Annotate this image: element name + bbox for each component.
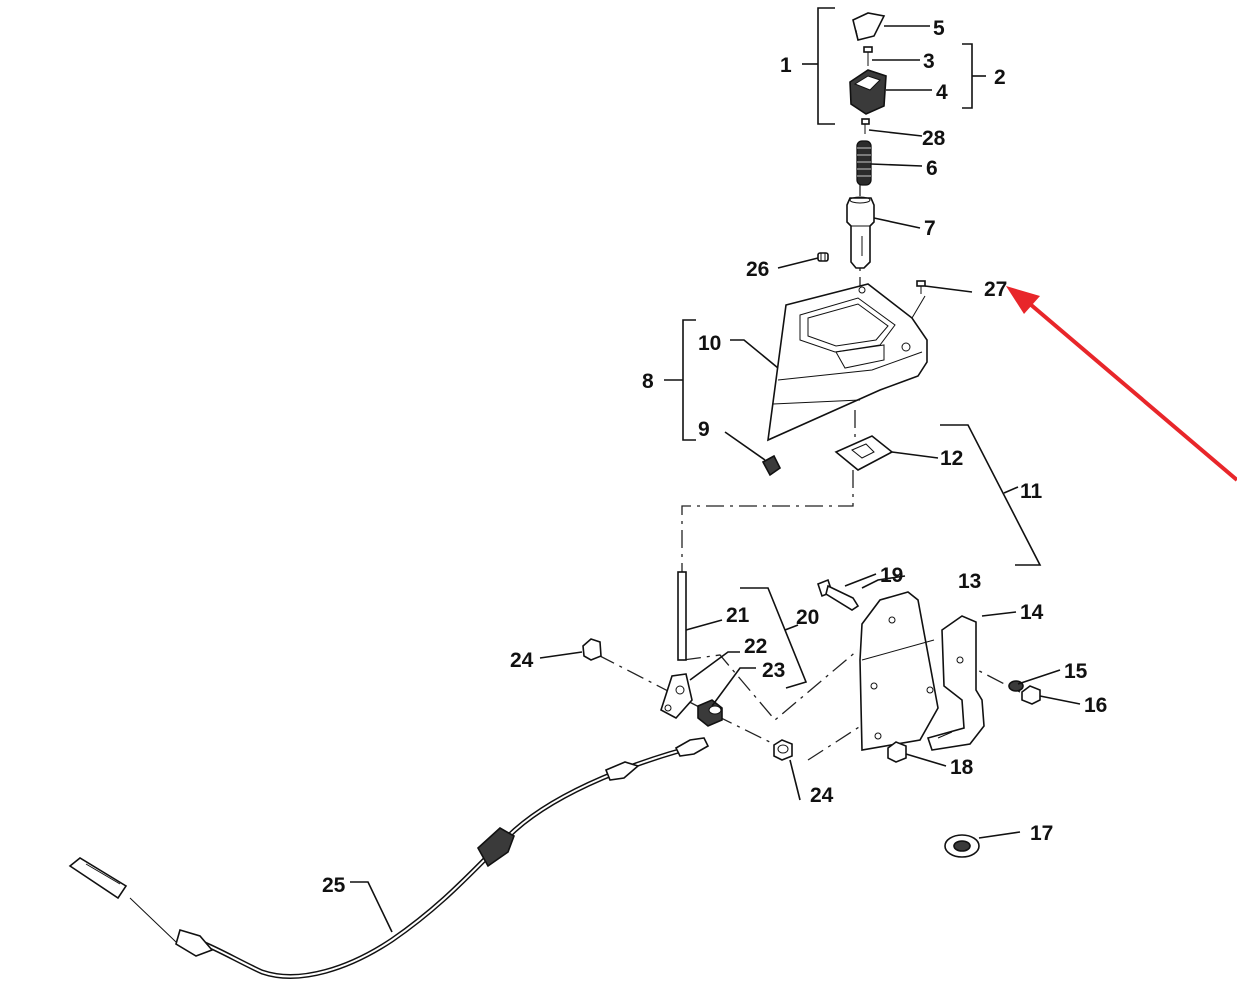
callout-2: 2 — [994, 66, 1006, 89]
callout-20: 20 — [796, 606, 819, 629]
part-9-clip — [761, 454, 782, 477]
part-5-knob-cap — [852, 12, 886, 41]
part-10-shifter-housing — [767, 283, 928, 442]
callout-13: 13 — [958, 570, 981, 593]
callout-22: 22 — [744, 635, 767, 658]
bracket-group-20 — [740, 587, 808, 689]
leader-lines — [350, 25, 1081, 933]
callout-16: 16 — [1084, 694, 1107, 717]
part-19-bolt — [817, 578, 860, 611]
part-24-nut-left — [582, 638, 602, 661]
part-27-screw — [916, 280, 926, 294]
callout-26: 26 — [746, 258, 769, 281]
part-23-bushing — [697, 699, 723, 727]
callout-25: 25 — [322, 874, 346, 897]
part-22-lever — [660, 673, 693, 720]
callout-14: 14 — [1020, 601, 1044, 624]
callout-labels: 1 2 3 4 5 6 7 8 9 10 11 12 13 14 15 16 1… — [322, 17, 1107, 897]
callout-27: 27 — [984, 278, 1007, 301]
callout-10: 10 — [698, 332, 721, 355]
callout-12: 12 — [940, 447, 963, 470]
callout-3: 3 — [923, 50, 935, 73]
callout-7: 7 — [924, 217, 936, 240]
red-highlight-arrow — [1006, 286, 1237, 482]
callout-11: 11 — [1020, 480, 1043, 503]
part-21-rod — [677, 571, 687, 661]
part-18-nut — [887, 741, 907, 763]
callout-24-left: 24 — [510, 649, 534, 672]
part-12-guide-plate — [834, 435, 894, 471]
part-4-knob — [849, 69, 887, 115]
callout-21: 21 — [726, 604, 750, 627]
part-7-sleeve — [846, 196, 875, 269]
part-25-shift-cable — [68, 737, 710, 979]
callout-6: 6 — [926, 157, 938, 180]
bracket-group-8 — [664, 319, 696, 441]
part-3-screw — [863, 46, 873, 66]
callout-4: 4 — [936, 81, 948, 104]
part-17-grommet — [944, 834, 980, 858]
callout-24-bottom: 24 — [810, 784, 834, 807]
callout-28: 28 — [922, 127, 946, 150]
part-13-mounting-plate — [859, 591, 939, 751]
callout-15: 15 — [1064, 660, 1088, 683]
bracket-group-2 — [962, 43, 986, 109]
part-28-pin — [861, 118, 870, 134]
callout-19: 19 — [880, 564, 903, 587]
callout-8: 8 — [642, 370, 654, 393]
part-24-nut-bottom — [773, 739, 793, 761]
callout-9: 9 — [698, 418, 710, 441]
bracket-group-1 — [802, 7, 835, 125]
part-16-nut — [1021, 685, 1041, 705]
callout-23: 23 — [762, 659, 785, 682]
part-6-spring — [856, 140, 872, 186]
part-26-screw — [817, 252, 829, 262]
callout-1: 1 — [780, 54, 792, 77]
callout-18: 18 — [950, 756, 974, 779]
callout-5: 5 — [933, 17, 945, 40]
bracket-group-11 — [940, 424, 1042, 566]
callout-17: 17 — [1030, 822, 1053, 845]
part-14-bracket — [926, 615, 985, 751]
